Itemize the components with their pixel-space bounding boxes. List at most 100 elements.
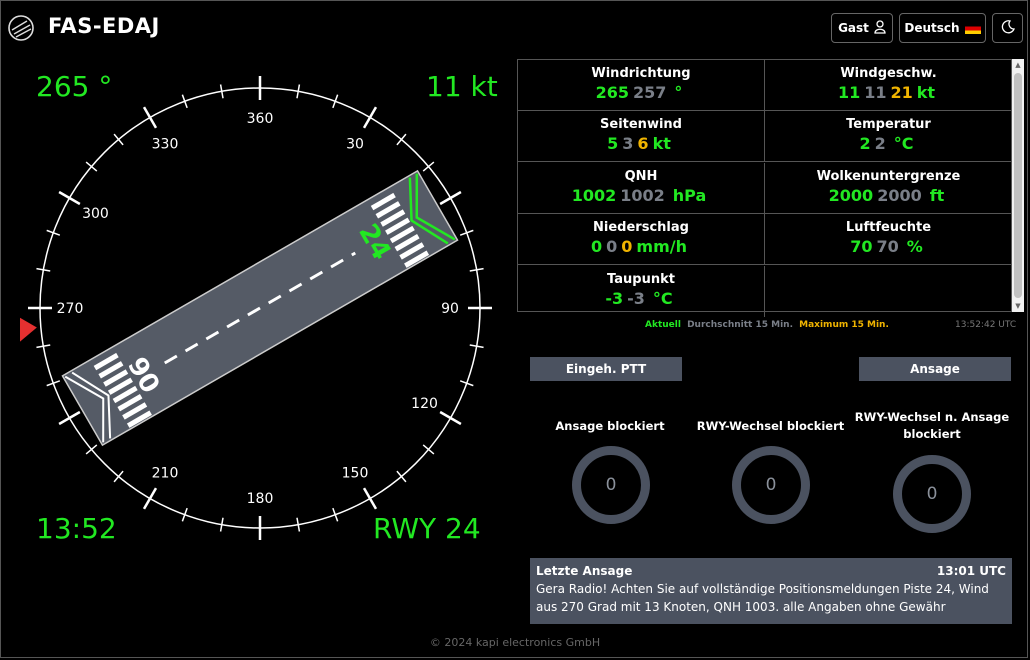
footer-copyright: © 2024 kapi electronics GmbH <box>429 636 601 649</box>
minor-tick <box>469 344 484 349</box>
major-tick <box>142 106 158 129</box>
threshold-bar <box>122 402 148 420</box>
current-value: 5 <box>607 134 619 154</box>
weather-table-scrollbar[interactable]: ▲ ▼ <box>1012 59 1024 312</box>
unit: kt <box>916 83 936 102</box>
logo-icon <box>7 14 35 42</box>
runway-surface <box>61 169 459 447</box>
threshold-bar <box>389 225 415 244</box>
rwy-change-after-announcement-counter: 0 <box>893 455 971 533</box>
major-tick <box>362 106 378 129</box>
current-value: -3 <box>605 288 624 308</box>
scroll-up-icon[interactable]: ▲ <box>1015 61 1021 69</box>
user-button[interactable]: Gast <box>831 13 893 43</box>
heading-label: 300 <box>82 206 109 222</box>
minor-tick <box>459 229 474 236</box>
threshold-bar <box>404 250 430 268</box>
minor-tick <box>296 84 301 99</box>
current-value: 265 <box>595 83 629 102</box>
current-value: 2000 <box>828 185 874 205</box>
displaced-threshold-chevron <box>64 375 105 443</box>
minor-tick <box>181 94 188 109</box>
weather-cell-values: -3-3°C <box>518 289 764 308</box>
language-label: Deutsch <box>904 21 960 35</box>
minor-tick <box>85 444 98 455</box>
average-value: 2000 <box>877 185 922 205</box>
current-value: 11 <box>837 83 861 102</box>
heading-label: 180 <box>247 491 274 507</box>
major-tick <box>142 487 158 510</box>
minor-tick <box>36 267 51 272</box>
threshold-bar <box>394 234 420 252</box>
minor-tick <box>459 380 474 387</box>
minor-tick <box>332 507 339 522</box>
minor-tick <box>219 517 224 532</box>
wind-direction-readout: 265 ° <box>36 70 113 103</box>
time-readout: 13:52 <box>36 512 117 545</box>
heading-label: 330 <box>152 136 179 152</box>
block-label-announcement: Ansage blockiert <box>555 419 665 433</box>
heading-label: 90 <box>441 301 459 317</box>
threshold-bar <box>126 410 152 428</box>
moon-icon <box>1001 19 1015 37</box>
unit: kt <box>652 134 671 154</box>
incoming-ptt-button[interactable]: Eingeh. PTT <box>530 357 682 381</box>
current-value: 1002 <box>571 185 617 205</box>
announce-button[interactable]: Ansage <box>859 357 1011 381</box>
weather-cell-label: Taupunkt <box>607 271 675 287</box>
threshold-bar <box>375 201 401 219</box>
threshold-bar <box>112 385 138 404</box>
heading-label: 210 <box>152 466 179 482</box>
unit: °C <box>893 134 914 154</box>
theme-toggle-button[interactable] <box>992 13 1023 43</box>
last-announcement-text: Gera Radio! Achten Sie auf vollständige … <box>536 582 989 614</box>
weather-cell-label: Niederschlag <box>593 220 689 236</box>
last-announcement-title: Letzte Ansage <box>536 564 633 578</box>
maximum-value: 0 <box>621 237 633 257</box>
threshold-bar <box>93 352 119 371</box>
minor-tick <box>36 344 51 349</box>
major-tick <box>362 487 378 510</box>
language-button[interactable]: Deutsch <box>899 13 986 43</box>
scroll-down-icon[interactable]: ▼ <box>1015 302 1021 310</box>
runway-readout: RWY 24 <box>373 512 481 545</box>
user-label: Gast <box>838 21 869 35</box>
average-value: 0 <box>606 237 618 257</box>
current-value: 2 <box>859 134 871 154</box>
weather-cell-label: Luftfeuchte <box>845 220 932 236</box>
rwy-change-block-counter: 0 <box>732 446 810 524</box>
average-value: 2 <box>874 134 886 154</box>
threshold-bar <box>117 394 143 412</box>
minor-tick <box>46 229 61 236</box>
weather-cell-label: Windrichtung <box>591 66 691 81</box>
wind-direction-arrow-icon <box>20 315 37 344</box>
counter-value: 0 <box>605 475 617 495</box>
unit: % <box>906 237 923 257</box>
active-runway-chevron <box>408 177 449 245</box>
minor-tick <box>219 84 224 99</box>
user-icon <box>874 19 886 37</box>
unit: ft <box>929 185 945 205</box>
legend-current: Aktuell <box>645 320 681 330</box>
heading-label: 150 <box>342 466 369 482</box>
maximum-value: 21 <box>890 83 913 102</box>
threshold-bar <box>103 369 129 387</box>
heading-label: 270 <box>57 301 84 317</box>
average-value: 3 <box>622 134 634 154</box>
minor-tick <box>113 470 124 483</box>
scrollbar-thumb[interactable] <box>1014 73 1022 298</box>
weather-cell-label: Seitenwind <box>600 117 682 133</box>
minor-tick <box>422 444 435 455</box>
unit: °C <box>652 288 673 308</box>
runway-centerline <box>163 251 357 365</box>
